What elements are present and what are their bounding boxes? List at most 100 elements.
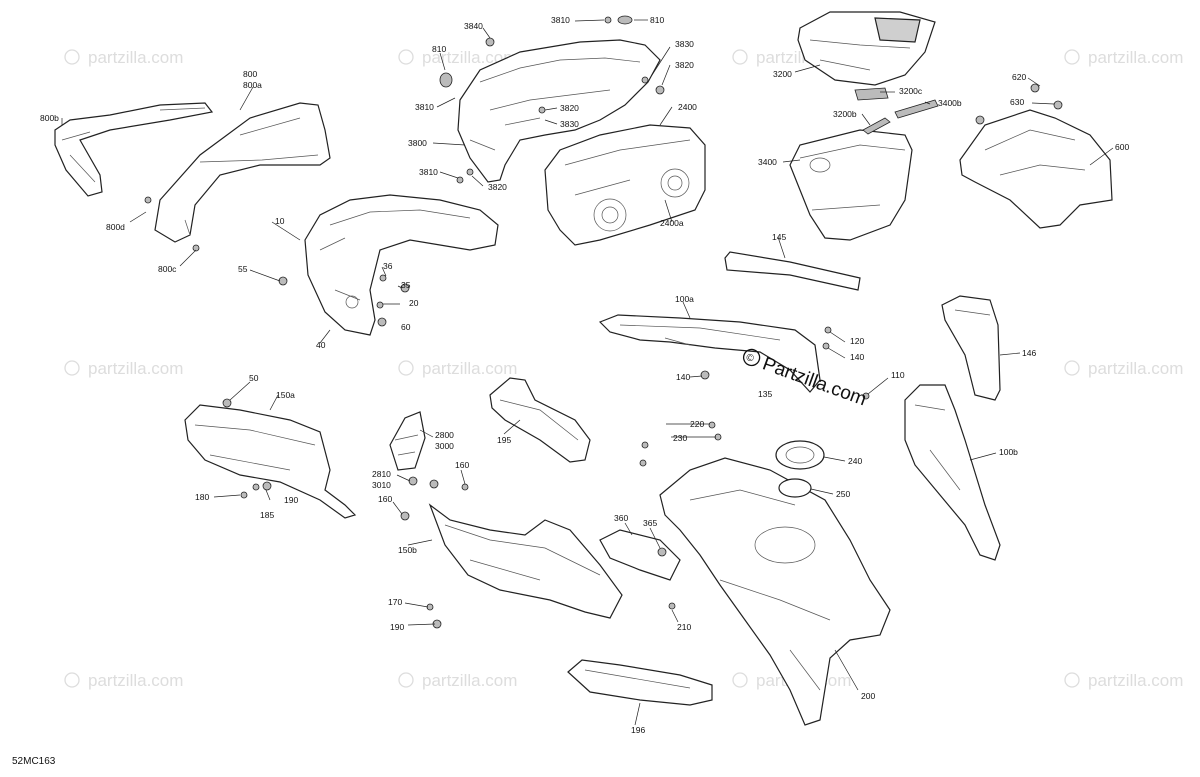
label-40: 40 [316, 340, 326, 350]
label-20: 20 [409, 298, 419, 308]
label-2800: 2800 [435, 430, 454, 440]
label-3200: 3200 [773, 69, 792, 79]
label-55: 55 [238, 264, 248, 274]
label-135: 135 [758, 389, 772, 399]
part-196-panel [567, 659, 713, 706]
label-3840: 3840 [464, 21, 483, 31]
label-230: 230 [673, 433, 687, 443]
label-196: 196 [631, 725, 645, 735]
part-3400-bin [789, 129, 913, 241]
label-160-upper: 160 [455, 460, 469, 470]
label-800d: 800d [106, 222, 125, 232]
label-3200c: 3200c [899, 86, 923, 96]
label-220: 220 [690, 419, 704, 429]
label-800c: 800c [158, 264, 177, 274]
parts-layer [54, 11, 1114, 726]
label-35: 35 [401, 280, 411, 290]
svg-text:partzilla.com: partzilla.com [422, 671, 517, 690]
label-200: 200 [861, 691, 875, 701]
label-3820-mid: 3820 [560, 103, 579, 113]
part-10-nose [304, 194, 499, 336]
label-3830-top: 3830 [675, 39, 694, 49]
label-630: 630 [1010, 97, 1024, 107]
label-365: 365 [643, 518, 657, 528]
part-3800-bracket [457, 39, 661, 183]
label-3010: 3010 [372, 480, 391, 490]
label-3820-top: 3820 [675, 60, 694, 70]
watermark-7: partzilla.com [1064, 359, 1183, 378]
label-190-lower: 190 [390, 622, 404, 632]
watermark-4: partzilla.com [1064, 48, 1183, 67]
label-3400b: 3400b [938, 98, 962, 108]
watermark-8: partzilla.com [64, 671, 183, 690]
part-360-deflector [599, 529, 681, 581]
label-2400a: 2400a [660, 218, 684, 228]
label-195: 195 [497, 435, 511, 445]
label-800b: 800b [40, 113, 59, 123]
svg-text:partzilla.com: partzilla.com [88, 359, 183, 378]
label-10: 10 [275, 216, 285, 226]
label-140-right: 140 [850, 352, 864, 362]
label-110: 110 [891, 370, 905, 380]
fasteners [144, 15, 1063, 629]
label-36: 36 [383, 261, 393, 271]
part-800b-bracket [54, 102, 214, 197]
watermark-11: partzilla.com [1064, 671, 1183, 690]
label-2810: 2810 [372, 469, 391, 479]
watermark-6: partzilla.com [398, 359, 517, 378]
svg-text:partzilla.com: partzilla.com [1088, 359, 1183, 378]
part-150b-panel [428, 503, 623, 619]
label-100b: 100b [999, 447, 1018, 457]
part-800-windshield [154, 102, 331, 243]
label-250: 250 [836, 489, 850, 499]
watermark-1: partzilla.com [64, 48, 183, 67]
part-145-strip [724, 251, 861, 291]
label-185: 185 [260, 510, 274, 520]
label-3810-low: 3810 [419, 167, 438, 177]
label-160-lower: 160 [378, 494, 392, 504]
part-146-panel [941, 295, 1001, 401]
label-3810-top: 3810 [551, 15, 570, 25]
callout-labels: 800 800a 800b 800d 800c 3840 3810 810 81… [40, 15, 1129, 735]
label-3820-low: 3820 [488, 182, 507, 192]
part-2800-bracket [389, 411, 426, 471]
label-150b: 150b [398, 545, 417, 555]
part-240-cap [775, 440, 825, 470]
svg-text:partzilla.com: partzilla.com [422, 359, 517, 378]
label-800a: 800a [243, 80, 262, 90]
center-brand-copyright: © [745, 352, 756, 365]
label-145: 145 [772, 232, 786, 242]
part-250-gasket [778, 478, 812, 498]
watermark-layer: partzilla.com partzilla.com partzilla.co… [64, 48, 1183, 690]
label-2400: 2400 [678, 102, 697, 112]
label-50: 50 [249, 373, 259, 383]
label-3000: 3000 [435, 441, 454, 451]
label-3810-mid: 3810 [415, 102, 434, 112]
part-2400-gauge [544, 124, 706, 246]
label-146: 146 [1022, 348, 1036, 358]
svg-text:partzilla.com: partzilla.com [1088, 48, 1183, 67]
label-170: 170 [388, 597, 402, 607]
label-800: 800 [243, 69, 257, 79]
label-100a: 100a [675, 294, 694, 304]
label-190-left: 190 [284, 495, 298, 505]
svg-text:partzilla.com: partzilla.com [1088, 671, 1183, 690]
label-620: 620 [1012, 72, 1026, 82]
label-600: 600 [1115, 142, 1129, 152]
diagram-code: 52MC163 [12, 756, 56, 767]
label-150a: 150a [276, 390, 295, 400]
part-600-dash [959, 109, 1113, 229]
label-360: 360 [614, 513, 628, 523]
label-3830-mid: 3830 [560, 119, 579, 129]
label-240: 240 [848, 456, 862, 466]
label-140-left: 140 [676, 372, 690, 382]
part-3200-cover [797, 11, 936, 86]
label-3800: 3800 [408, 138, 427, 148]
label-60: 60 [401, 322, 411, 332]
label-120: 120 [850, 336, 864, 346]
label-810-right: 810 [650, 15, 664, 25]
watermark-2: partzilla.com [398, 48, 517, 67]
label-3200b: 3200b [833, 109, 857, 119]
